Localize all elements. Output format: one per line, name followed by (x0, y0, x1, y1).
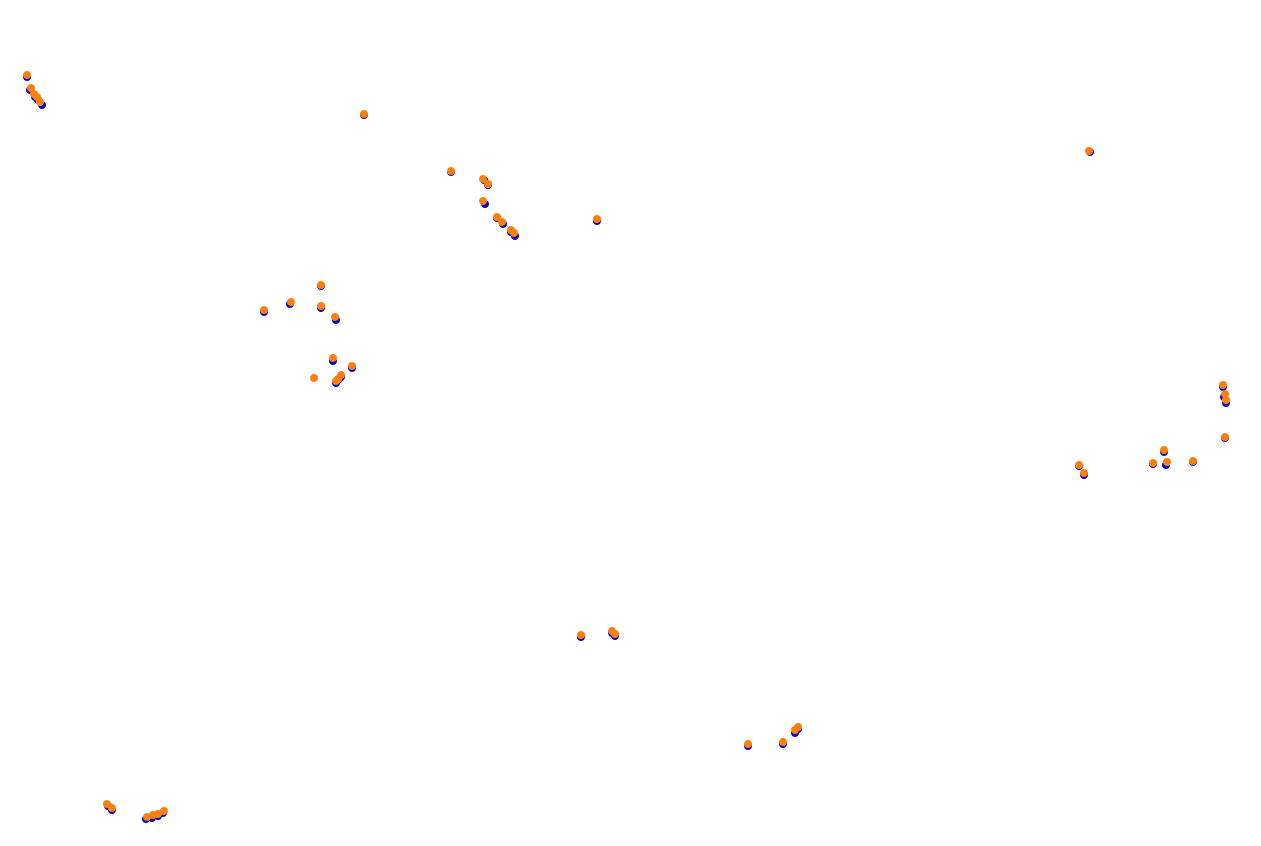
data-point (1160, 446, 1168, 454)
data-point (348, 362, 356, 370)
data-point (360, 110, 368, 118)
data-point (27, 84, 35, 92)
data-point (260, 306, 268, 314)
data-point (744, 740, 752, 748)
data-point (1219, 381, 1227, 389)
data-point (1163, 458, 1171, 466)
data-point (611, 630, 619, 638)
data-point (160, 807, 168, 815)
data-point (479, 197, 487, 205)
data-point (577, 631, 585, 639)
data-point (108, 804, 116, 812)
data-point (331, 313, 339, 321)
data-point (1222, 396, 1230, 404)
data-point (498, 218, 506, 226)
data-point (493, 213, 501, 221)
data-point (1149, 459, 1157, 467)
series-1 (23, 71, 1230, 821)
data-point (310, 374, 318, 382)
data-point (593, 215, 601, 223)
data-point (1085, 147, 1093, 155)
data-point (779, 738, 787, 746)
data-point (484, 180, 492, 188)
data-point (447, 167, 455, 175)
data-point (154, 810, 162, 818)
data-point (287, 298, 295, 306)
data-point (317, 302, 325, 310)
data-point (317, 281, 325, 289)
data-point (1075, 461, 1083, 469)
data-point (1221, 390, 1229, 398)
data-point (1221, 433, 1229, 441)
data-point (1080, 469, 1088, 477)
data-point (329, 354, 337, 362)
data-point (479, 175, 487, 183)
data-point (510, 229, 518, 237)
series-0 (23, 73, 1230, 823)
data-point (36, 98, 44, 106)
data-point (332, 377, 340, 385)
data-point (23, 71, 31, 79)
data-point (1189, 457, 1197, 465)
data-point (794, 723, 802, 731)
